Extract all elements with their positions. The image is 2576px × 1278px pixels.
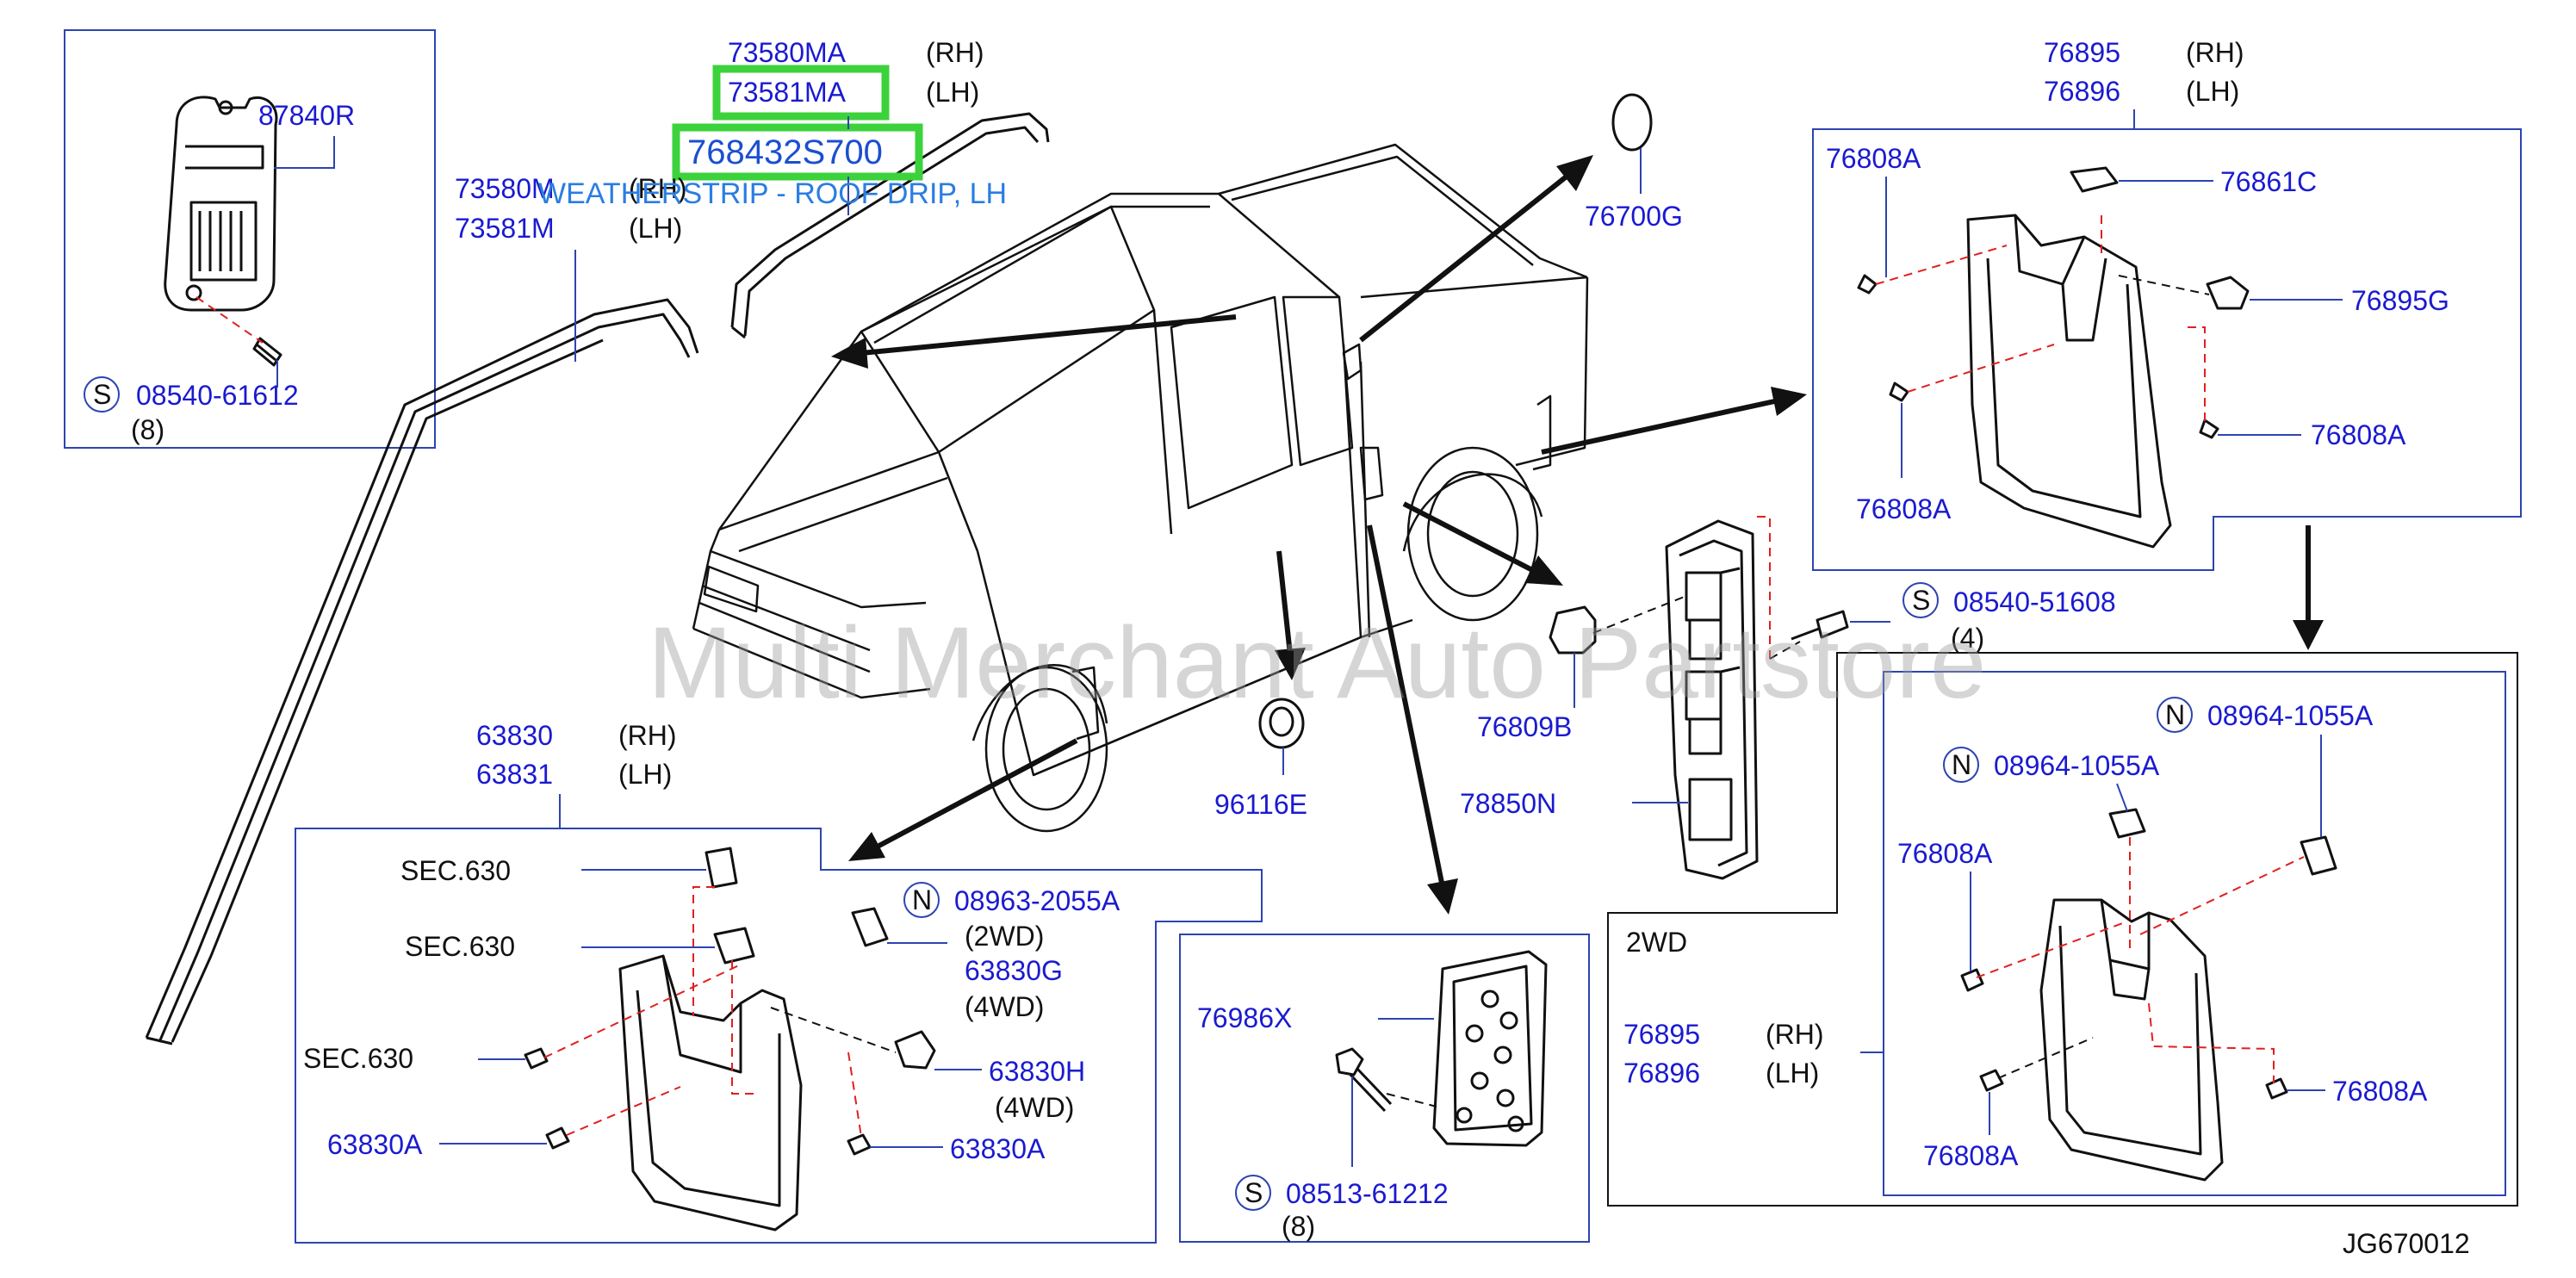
callout-96116E: 96116E: [1214, 789, 1307, 820]
qty-08540-61612: (8): [131, 414, 164, 445]
callout-08964-1055A-a: 08964-1055A: [2207, 700, 2374, 731]
mudguard-front-left-illustration: [524, 847, 936, 1231]
callout-76808A-tr2: 76808A: [2311, 419, 2406, 450]
callout-76895-bot: 76895: [1623, 1019, 1700, 1050]
callout-63831: 63831: [476, 759, 553, 790]
cap-76700G-illustration: [1611, 93, 1653, 152]
frame-2wd: [1607, 652, 2518, 1207]
arrow-mudguard-top-right: [1541, 387, 1807, 455]
screw-08540-51608-illustration: [1791, 610, 1849, 641]
n-symbol-1: N: [912, 884, 932, 915]
callout-76808A-tr3: 76808A: [1856, 493, 1952, 524]
sec-630-2: SEC.630: [405, 931, 515, 962]
callout-08963-2055A: 08963-2055A: [954, 885, 1120, 916]
grommet-96116E-illustration: [1258, 698, 1305, 749]
panel-78850N-illustration: [1665, 519, 1759, 880]
highlight-description: WEATHERSTRIP - ROOF DRIP, LH: [538, 177, 1007, 210]
frame-mudguard-front-left: [295, 828, 1263, 1244]
clip-76809B-illustration: [1549, 605, 1597, 655]
n-symbol-2: N: [2165, 699, 2185, 730]
callout-76986X: 76986X: [1197, 1002, 1292, 1033]
frame-mudguard-top-right: [1812, 128, 2522, 571]
inset-frame-87840R: [64, 29, 436, 449]
side-73580M: (RH): [629, 173, 687, 204]
callout-78850N: 78850N: [1460, 788, 1556, 819]
side-76895-bot: (RH): [1766, 1019, 1824, 1050]
callout-76808A-tr1: 76808A: [1826, 143, 1921, 174]
arrow-mudguard-front: [848, 738, 1078, 861]
note-63830G: (4WD): [965, 991, 1044, 1022]
callout-08540-51608: 08540-51608: [1953, 586, 2116, 617]
part-87840R-illustration: [164, 96, 282, 367]
arrow-mudguard-rear-2wd: [2293, 525, 2324, 650]
label-2wd: 2WD: [1626, 927, 1687, 958]
qty-08513-61212: (8): [1282, 1211, 1315, 1242]
callout-76895G: 76895G: [2351, 285, 2449, 316]
mudguard-top-right-illustration: [1857, 166, 2250, 549]
truck-illustration: [692, 143, 1589, 833]
arrow-clip-76809B: [1402, 501, 1563, 586]
callout-76808A-br2: 76808A: [2332, 1076, 2428, 1107]
side-76896-bot: (LH): [1766, 1058, 1819, 1089]
arrow-cap-76700G: [1359, 155, 1593, 343]
arrow-grommet-96116E: [1275, 550, 1306, 680]
callout-76808A-br3: 76808A: [1923, 1140, 2019, 1171]
callout-87840R: 87840R: [258, 100, 355, 131]
callout-63830A-left: 63830A: [327, 1129, 423, 1160]
callout-76895-top: 76895: [2044, 37, 2120, 68]
callout-73580MA: 73580MA: [728, 37, 847, 68]
highlight-box-73581MA: [712, 65, 890, 121]
callout-73581MA: 73581MA: [728, 77, 847, 108]
callout-76700G: 76700G: [1585, 201, 1683, 232]
note-63830H: (4WD): [995, 1092, 1074, 1123]
arrow-roof-drip: [831, 314, 1237, 369]
arrow-pad-76986X: [1367, 524, 1458, 915]
sec-630-3: SEC.630: [303, 1043, 413, 1074]
mudguard-rear-2wd-illustration: [1960, 808, 2337, 1182]
callout-76808A-br1: 76808A: [1897, 838, 1993, 869]
roof-drip-strip-long: [145, 298, 699, 1045]
s-symbol-2: S: [1912, 585, 1930, 616]
side-73581MA: (LH): [926, 77, 979, 108]
frame-mudguard-rear-2wd: [1883, 671, 2506, 1196]
sec-630-1: SEC.630: [400, 855, 511, 886]
callout-63830H: 63830H: [989, 1056, 1085, 1087]
callout-73580M: 73580M: [455, 173, 555, 204]
callout-76809B: 76809B: [1477, 711, 1572, 742]
callout-76896-bot: 76896: [1623, 1058, 1700, 1089]
callout-63830: 63830: [476, 720, 553, 751]
frame-pad-76986X: [1179, 934, 1590, 1243]
qty-08540-51608: (4): [1951, 623, 1984, 654]
s-symbol-3: S: [1245, 1177, 1263, 1208]
highlight-part-number: 768432S700: [687, 133, 883, 171]
side-63830: (RH): [618, 720, 677, 751]
side-73580MA: (RH): [926, 37, 984, 68]
side-73581M: (LH): [629, 213, 682, 244]
callout-76896-top: 76896: [2044, 76, 2120, 107]
side-76895-top: (RH): [2186, 37, 2244, 68]
watermark: Multi Merchant Auto Partstore: [648, 606, 1986, 720]
callout-76861C: 76861C: [2220, 166, 2317, 197]
highlight-box-768432S700: [672, 123, 923, 181]
pad-76986X-illustration: [1335, 950, 1548, 1147]
callout-63830A-right: 63830A: [950, 1133, 1046, 1164]
s-symbol-1: S: [93, 379, 111, 410]
side-76896-top: (LH): [2186, 76, 2239, 107]
callout-08540-61612: 08540-61612: [136, 380, 299, 411]
note-08963-2055A: (2WD): [965, 921, 1044, 952]
callout-08513-61212: 08513-61212: [1286, 1178, 1449, 1209]
n-symbol-3: N: [1952, 749, 1971, 780]
side-63831: (LH): [618, 759, 672, 790]
diagram-code: JG670012: [2343, 1228, 2470, 1259]
roof-drip-strip-short: [730, 112, 1050, 339]
callout-73581M: 73581M: [455, 213, 555, 244]
callout-63830G: 63830G: [965, 955, 1063, 986]
callout-08964-1055A-b: 08964-1055A: [1994, 750, 2160, 781]
